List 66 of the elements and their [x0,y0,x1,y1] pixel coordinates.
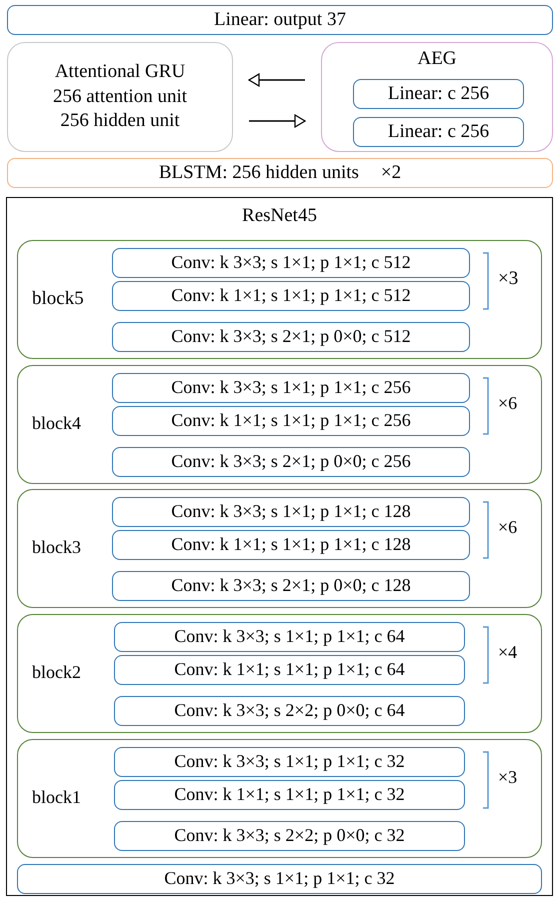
layer-box [7,158,553,188]
layer-box [353,79,524,109]
arrow [249,114,306,128]
layer-box [114,821,465,851]
block-label: block2 [32,663,81,683]
layer-label: Conv: k 3×3; s 1×1; p 1×1; c 32 [174,752,405,772]
layer-box [112,248,470,278]
layer-box [112,406,470,436]
repeat-count: ×6 [498,394,518,414]
layer-box [17,864,542,894]
layer-label: Conv: k 1×1; s 1×1; p 1×1; c 256 [171,411,411,431]
layer-box [114,696,465,726]
repeat-count: ×3 [498,768,518,788]
layer-label: Conv: k 3×3; s 1×1; p 1×1; c 512 [171,253,411,273]
layer-label: BLSTM: 256 hidden units [158,162,359,184]
layer-label: Conv: k 3×3; s 2×2; p 0×0; c 32 [174,826,405,846]
layer-box [114,780,465,810]
layer-label: Conv: k 1×1; s 1×1; p 1×1; c 64 [174,660,405,680]
layer-label: Conv: k 3×3; s 1×1; p 1×1; c 32 [164,869,395,889]
layer-box [114,622,465,652]
layer-label: Conv: k 3×3; s 2×2; p 0×0; c 64 [174,701,405,721]
layer-label: Conv: k 1×1; s 1×1; p 1×1; c 512 [171,286,411,306]
block-label: block1 [32,788,81,808]
group-title: ResNet45 [242,206,317,227]
layer-label: Conv: k 1×1; s 1×1; p 1×1; c 32 [174,785,405,805]
block-box [17,614,542,733]
backbone-frame [6,197,553,896]
module-label: 256 hidden unit [60,109,180,134]
layer-label: Conv: k 3×3; s 2×1; p 0×0; c 512 [171,327,411,347]
repeat-count: ×6 [498,518,518,538]
layer-label: Conv: k 3×3; s 1×1; p 1×1; c 128 [171,502,411,522]
layer-box [112,322,470,352]
layer-label: Conv: k 3×3; s 1×1; p 1×1; c 64 [174,627,405,647]
block-label: block3 [32,538,81,558]
layer-box [112,281,470,311]
layer-label: Linear: output 37 [214,10,346,30]
block-label: block5 [32,289,84,310]
block-box [17,240,542,359]
layer-box [112,571,470,601]
repeat-count: ×4 [498,643,518,663]
module-box [7,42,233,152]
layer-box [7,5,553,35]
layer-label: Linear: c 256 [388,84,490,104]
layer-label: Conv: k 3×3; s 2×1; p 0×0; c 128 [171,576,411,596]
layer-box [353,117,524,147]
module-label: Attentional GRU [54,60,186,84]
layer-label: Conv: k 3×3; s 1×1; p 1×1; c 256 [171,378,411,398]
arrow [248,73,305,87]
layer-box [112,530,470,560]
layer-box [112,373,470,403]
block-label: block4 [32,414,81,434]
layer-label: Conv: k 1×1; s 1×1; p 1×1; c 128 [171,535,411,555]
layer-box [114,655,465,685]
block-box [17,489,542,608]
block-box [17,739,542,858]
layer-label: Conv: k 3×3; s 2×1; p 0×0; c 256 [171,452,411,472]
module-box [321,42,553,152]
block-box [17,365,542,484]
layer-box [112,447,470,477]
layer-box [114,747,465,777]
repeat-count: ×3 [498,269,518,290]
group-title: AEG [417,49,457,70]
layer-label: Linear: c 256 [388,122,490,142]
layer-box [112,497,470,527]
module-label: 256 attention unit [52,84,188,109]
layer-label: ×2 [380,162,402,184]
